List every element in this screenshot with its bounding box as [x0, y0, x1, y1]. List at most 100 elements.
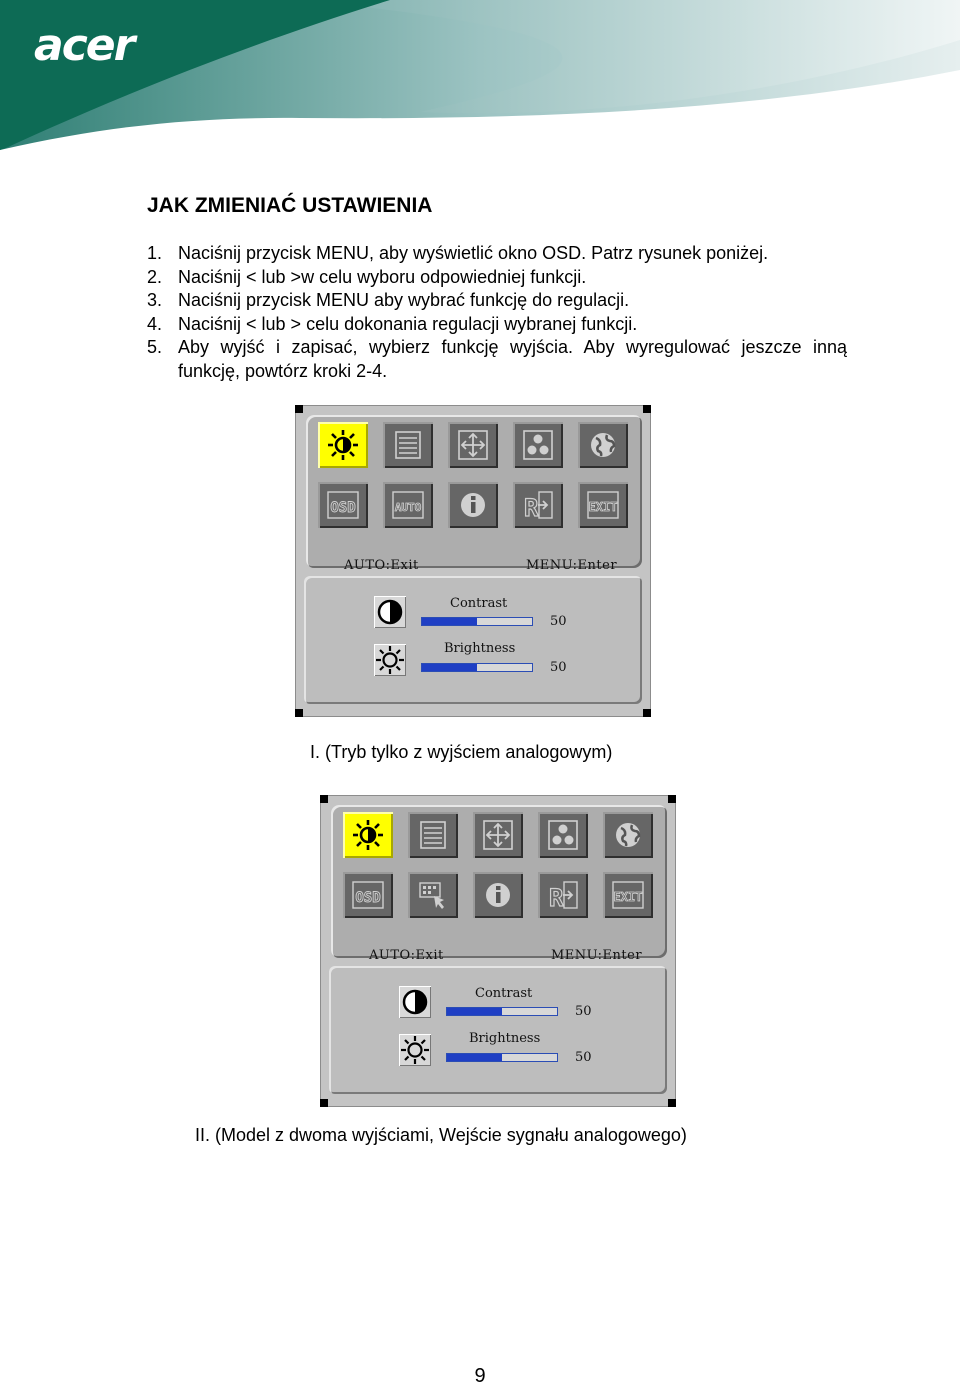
corner-mark [320, 795, 328, 803]
step-item: 2. Naciśnij < lub >w celu wyboru odpowied… [147, 266, 847, 290]
page-header: acer [0, 0, 960, 160]
step-number: 1. [147, 243, 163, 263]
exit-text-icon-glyph: EXIT [587, 491, 619, 519]
step-number: 2. [147, 266, 163, 287]
brightness-value: 50 [575, 1050, 592, 1065]
svg-text:EXIT: EXIT [589, 500, 618, 514]
menu-enter-hint: MENU:Enter [551, 948, 643, 963]
brightness-label: Brightness [469, 1031, 541, 1046]
contrast-value: 50 [575, 1004, 592, 1019]
info-icon[interactable] [473, 872, 523, 918]
osd-text-icon-glyph: OSD [352, 881, 384, 909]
brightness-label: Brightness [444, 641, 516, 656]
input-select-icon-glyph [419, 882, 444, 909]
info-icon-glyph [486, 883, 510, 907]
exit-text-icon-glyph: EXIT [612, 881, 644, 909]
svg-text:OSD: OSD [355, 890, 380, 906]
brightness-slider[interactable] [446, 1053, 558, 1062]
corner-mark [295, 405, 303, 413]
language-icon-glyph [616, 823, 641, 847]
reset-icon-glyph: R [548, 881, 578, 913]
language-icon[interactable] [578, 422, 628, 468]
position-icon[interactable] [448, 422, 498, 468]
corner-mark [320, 1099, 328, 1107]
position-icon-glyph [483, 820, 513, 850]
contrast-slider-fill [447, 1008, 502, 1015]
reset-icon[interactable]: R [538, 872, 588, 918]
corner-mark [643, 405, 651, 413]
menu-list-icon-glyph [420, 821, 446, 849]
menu-list-icon-glyph [395, 431, 421, 459]
step-item: 3.Naciśnij przycisk MENU aby wybrać funk… [147, 289, 847, 313]
step-number: 5. [147, 337, 163, 357]
osd-submenu: Contrast 50 Brightness 50 [304, 576, 642, 704]
position-icon-glyph [458, 430, 488, 460]
step-text: Aby wyjść i zapisać, wybierz funkcję wyj… [178, 337, 847, 381]
contrast-icon [399, 986, 431, 1018]
language-icon[interactable] [603, 812, 653, 858]
acer-logo: acer [34, 20, 135, 71]
brightness-sub-icon [374, 644, 406, 676]
color-icon[interactable] [538, 812, 588, 858]
menu-list-icon[interactable] [408, 812, 458, 858]
svg-text:R: R [524, 494, 539, 522]
brightness-slider-fill [447, 1054, 502, 1061]
reset-icon[interactable]: R [513, 482, 563, 528]
page-title: JAK ZMIENIAĆ USTAWIENIA [147, 194, 433, 217]
color-icon[interactable] [513, 422, 563, 468]
brightness-icon[interactable] [343, 812, 393, 858]
figure-caption-2: II. (Model z dwoma wyjściami, Wejście sy… [195, 1125, 687, 1145]
step-item: 4. Naciśnij < lub > celu dokonania regula… [147, 313, 847, 337]
contrast-label: Contrast [475, 986, 533, 1001]
brightness-slider-fill [422, 664, 477, 671]
language-icon-glyph [591, 433, 616, 457]
svg-text:OSD: OSD [330, 500, 355, 516]
exit-text-icon[interactable]: EXIT [578, 482, 628, 528]
brightness-slider[interactable] [421, 663, 533, 672]
color-icon-glyph [523, 430, 553, 460]
osd-main-menu: AUTO:Exit MENU:Enter OSD R EXIT [331, 805, 667, 963]
contrast-icon [374, 596, 406, 628]
osd-text-icon[interactable]: OSD [318, 482, 368, 528]
figure-caption-1: I. (Tryb tylko z wyjściem analogowym) [310, 742, 613, 762]
input-select-icon[interactable] [408, 872, 458, 918]
corner-mark [295, 709, 303, 717]
brightness-icon-glyph [353, 820, 383, 850]
step-item: 1.Naciśnij przycisk MENU, aby wyświetlić… [147, 242, 847, 266]
osd-figure-2: AUTO:Exit MENU:Enter OSD R EXIT Contrast 5… [320, 795, 676, 1107]
corner-mark [668, 795, 676, 803]
osd-submenu: Contrast 50 Brightness 50 [329, 966, 667, 1094]
contrast-value: 50 [550, 614, 567, 629]
step-item: 5. Aby wyjść i zapisać, wybierz funkcję w… [147, 336, 847, 383]
step-text: Naciśnij przycisk MENU aby wybrać funkcj… [178, 290, 630, 310]
corner-mark [668, 1099, 676, 1107]
position-icon[interactable] [473, 812, 523, 858]
step-number: 4. [147, 313, 163, 334]
svg-text:R: R [549, 884, 564, 912]
svg-text:AUTO: AUTO [395, 501, 422, 514]
step-text: Naciśnij < lub >w celu wyboru odpowiedni… [178, 266, 587, 287]
contrast-slider-fill [422, 618, 477, 625]
reset-icon-glyph: R [523, 491, 553, 523]
header-swoosh-graphic [0, 0, 960, 150]
menu-enter-hint: MENU:Enter [526, 558, 618, 573]
brightness-icon-glyph [328, 430, 358, 460]
contrast-slider[interactable] [421, 617, 533, 626]
corner-mark [643, 709, 651, 717]
auto-text-icon[interactable]: AUTO [383, 482, 433, 528]
svg-text:EXIT: EXIT [614, 890, 643, 904]
menu-list-icon[interactable] [383, 422, 433, 468]
brightness-value: 50 [550, 660, 567, 675]
color-icon-glyph [548, 820, 578, 850]
instruction-steps: 1.Naciśnij przycisk MENU, aby wyświetlić… [147, 242, 847, 383]
auto-text-icon-glyph: AUTO [392, 491, 424, 519]
info-icon[interactable] [448, 482, 498, 528]
osd-text-icon[interactable]: OSD [343, 872, 393, 918]
contrast-slider[interactable] [446, 1007, 558, 1016]
exit-text-icon[interactable]: EXIT [603, 872, 653, 918]
brightness-icon[interactable] [318, 422, 368, 468]
auto-exit-hint: AUTO:Exit [369, 948, 444, 963]
step-text: Naciśnij < lub > celu dokonania regulacj… [178, 313, 638, 334]
